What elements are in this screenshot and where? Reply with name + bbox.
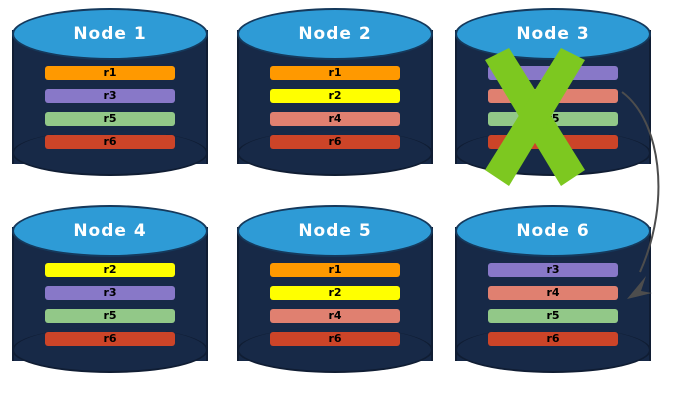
record-bar[interactable]: r6 xyxy=(488,332,618,346)
record-bar[interactable]: r6 xyxy=(488,135,618,149)
node-2-title: Node 2 xyxy=(298,24,372,44)
record-bar[interactable]: r3 xyxy=(45,89,175,103)
record-bar[interactable]: r1 xyxy=(270,263,400,277)
record-bar[interactable]: r3 xyxy=(488,263,618,277)
node-4[interactable]: Node 4 r2 r3 r5 r6 xyxy=(12,205,208,383)
record-bar[interactable]: r6 xyxy=(270,332,400,346)
cylinder-top xyxy=(12,8,208,60)
record-bar[interactable]: r2 xyxy=(45,263,175,277)
node-1[interactable]: Node 1 r1 r3 r5 r6 xyxy=(12,8,208,186)
node-3-title: Node 3 xyxy=(516,24,590,44)
record-bar[interactable]: r5 xyxy=(45,112,175,126)
node-1-title: Node 1 xyxy=(73,24,147,44)
record-bar[interactable]: r6 xyxy=(45,332,175,346)
node-6-records: r3 r4 r5 r6 xyxy=(488,263,618,346)
node-5[interactable]: Node 5 r1 r2 r4 r6 xyxy=(237,205,433,383)
record-bar[interactable]: r1 xyxy=(270,66,400,80)
record-bar[interactable]: r5 xyxy=(45,309,175,323)
node-1-records: r1 r3 r5 r6 xyxy=(45,66,175,149)
record-bar[interactable]: r2 xyxy=(270,89,400,103)
node-2[interactable]: Node 2 r1 r2 r4 r6 xyxy=(237,8,433,186)
record-bar[interactable]: r4 xyxy=(488,89,618,103)
record-bar[interactable]: r1 xyxy=(45,66,175,80)
cylinder-top xyxy=(237,205,433,257)
record-bar[interactable]: r3 xyxy=(45,286,175,300)
node-3[interactable]: Node 3 r3 r4 r5 r6 xyxy=(455,8,651,186)
node-4-records: r2 r3 r5 r6 xyxy=(45,263,175,346)
record-bar[interactable]: r4 xyxy=(270,309,400,323)
record-bar[interactable]: r6 xyxy=(270,135,400,149)
record-bar[interactable]: r6 xyxy=(45,135,175,149)
cylinder-top xyxy=(237,8,433,60)
record-bar[interactable]: r5 xyxy=(488,112,618,126)
record-bar[interactable]: r4 xyxy=(488,286,618,300)
cylinder-top xyxy=(455,205,651,257)
node-6[interactable]: Node 6 r3 r4 r5 r6 xyxy=(455,205,651,383)
record-bar[interactable]: r5 xyxy=(488,309,618,323)
node-5-title: Node 5 xyxy=(298,221,372,241)
cylinder-top xyxy=(12,205,208,257)
node-3-records: r3 r4 r5 r6 xyxy=(488,66,618,149)
record-bar[interactable]: r2 xyxy=(270,286,400,300)
node-4-title: Node 4 xyxy=(73,221,147,241)
node-5-records: r1 r2 r4 r6 xyxy=(270,263,400,346)
record-bar[interactable]: r3 xyxy=(488,66,618,80)
node-6-title: Node 6 xyxy=(516,221,590,241)
record-bar[interactable]: r4 xyxy=(270,112,400,126)
node-2-records: r1 r2 r4 r6 xyxy=(270,66,400,149)
